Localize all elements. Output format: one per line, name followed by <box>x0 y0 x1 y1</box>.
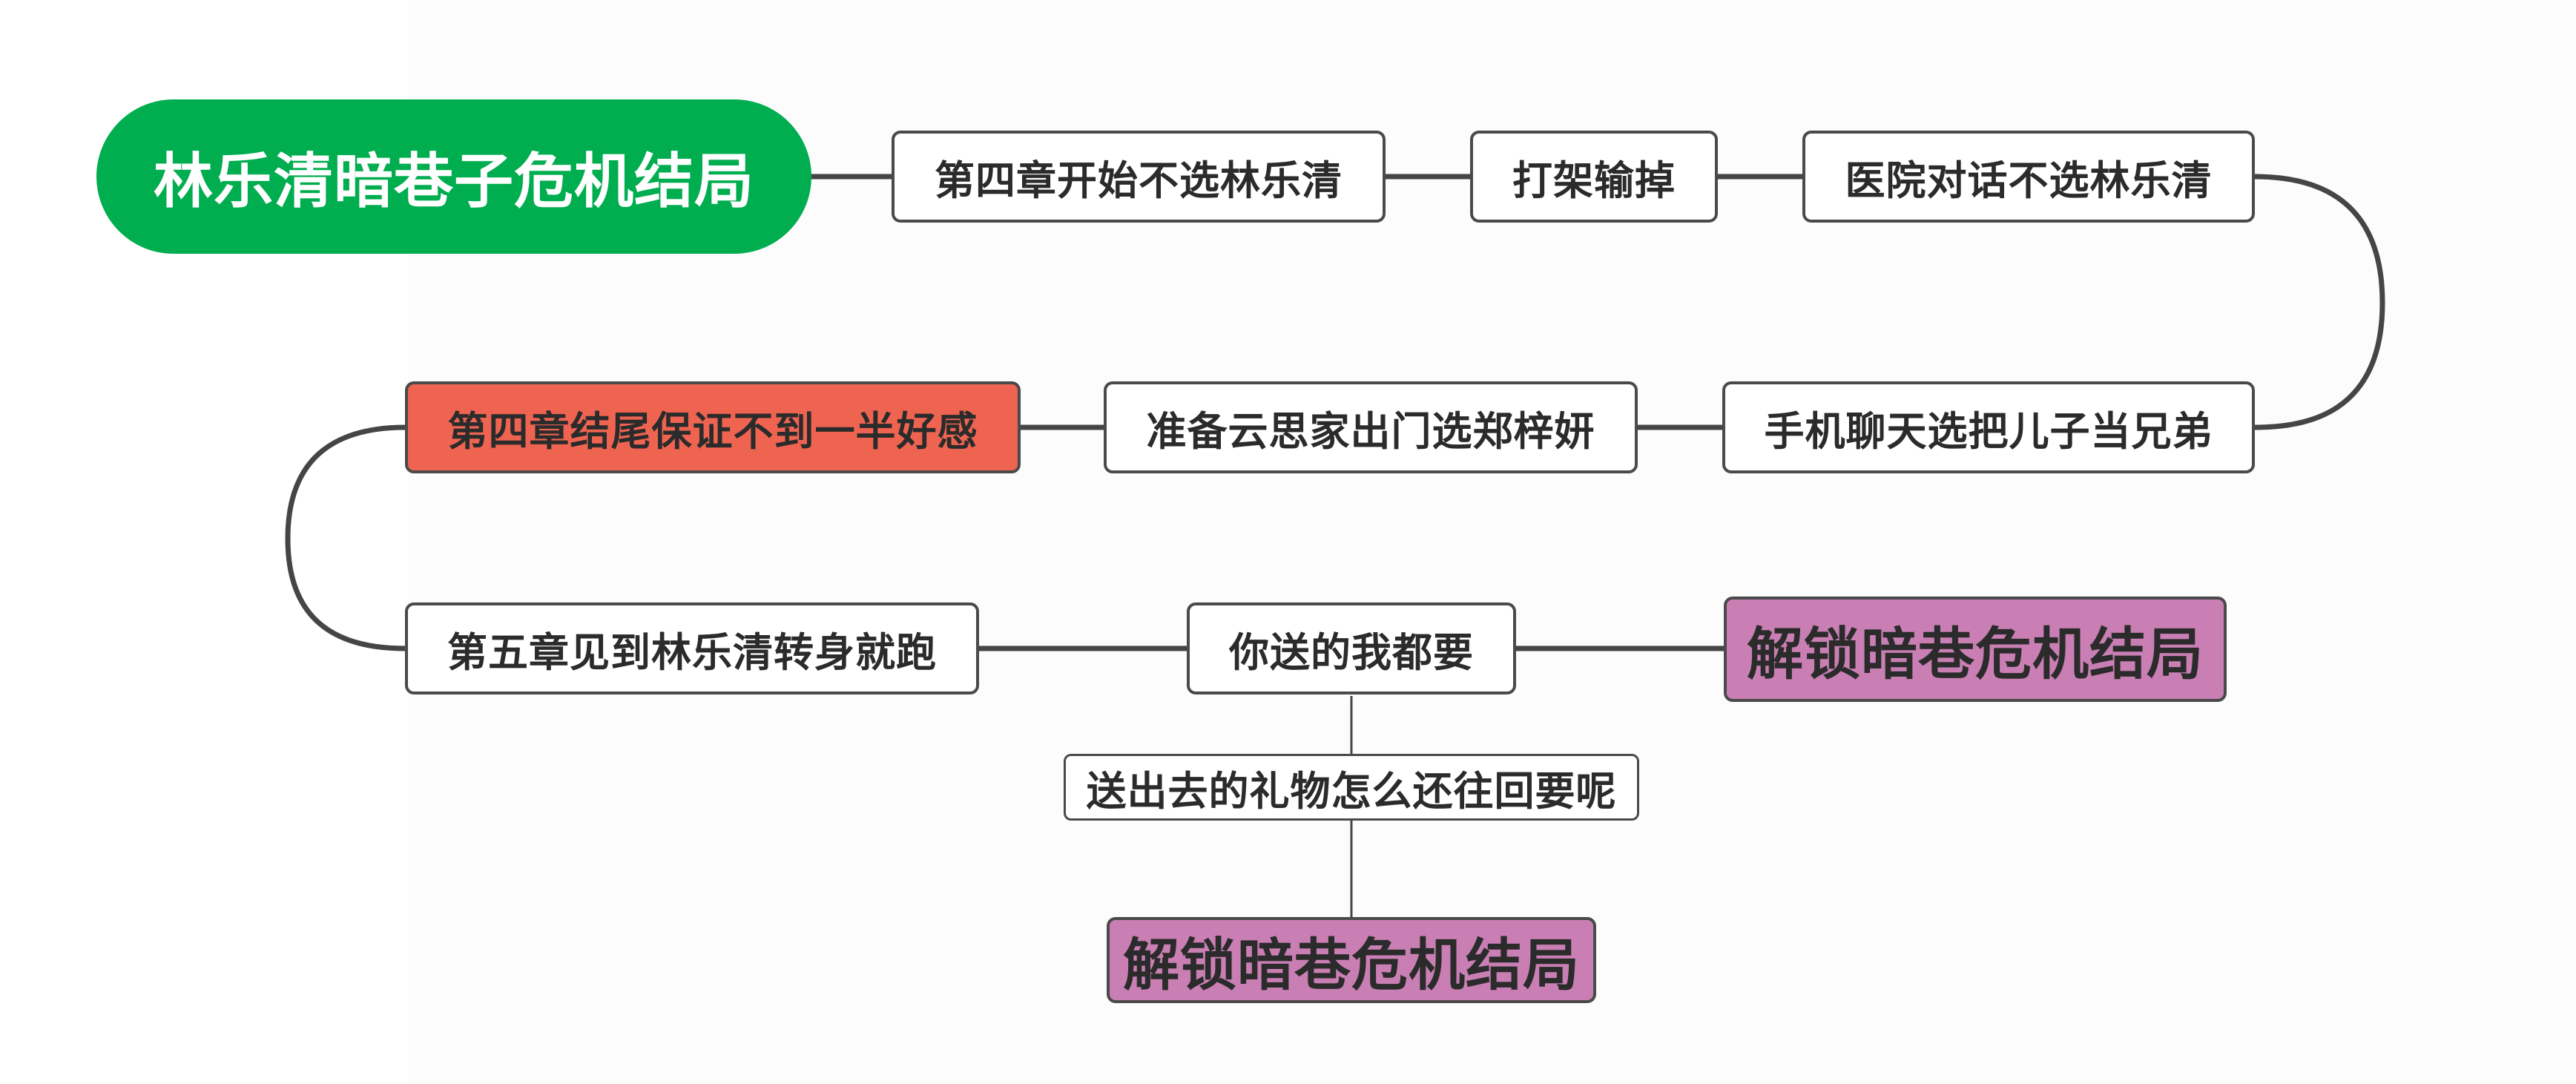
ending-node-alley-crisis-2[interactable]: 解锁暗巷危机结局 <box>1107 917 1596 1003</box>
node-chapter5-run[interactable]: 第五章见到林乐清转身就跑 <box>405 602 979 694</box>
node-hospital-dialogue[interactable]: 医院对话不选林乐清 <box>1802 131 2255 223</box>
node-chapter4-end-warning[interactable]: 第四章结尾保证不到一半好感 <box>405 381 1021 473</box>
node-accept-gifts[interactable]: 你送的我都要 <box>1187 602 1516 694</box>
root-topic[interactable]: 林乐清暗巷子危机结局 <box>96 99 811 254</box>
connector-left-curve <box>285 424 408 651</box>
connector-right-curve <box>2252 174 2385 430</box>
ending-node-alley-crisis[interactable]: 解锁暗巷危机结局 <box>1724 597 2227 702</box>
node-phone-chat[interactable]: 手机聊天选把儿子当兄弟 <box>1722 381 2255 473</box>
node-lose-fight[interactable]: 打架输掉 <box>1470 131 1718 223</box>
node-prepare-leave[interactable]: 准备云思家出门选郑梓妍 <box>1104 381 1638 473</box>
node-branch-question[interactable]: 送出去的礼物怎么还往回要呢 <box>1064 754 1639 821</box>
node-chapter4-start[interactable]: 第四章开始不选林乐清 <box>892 131 1386 223</box>
